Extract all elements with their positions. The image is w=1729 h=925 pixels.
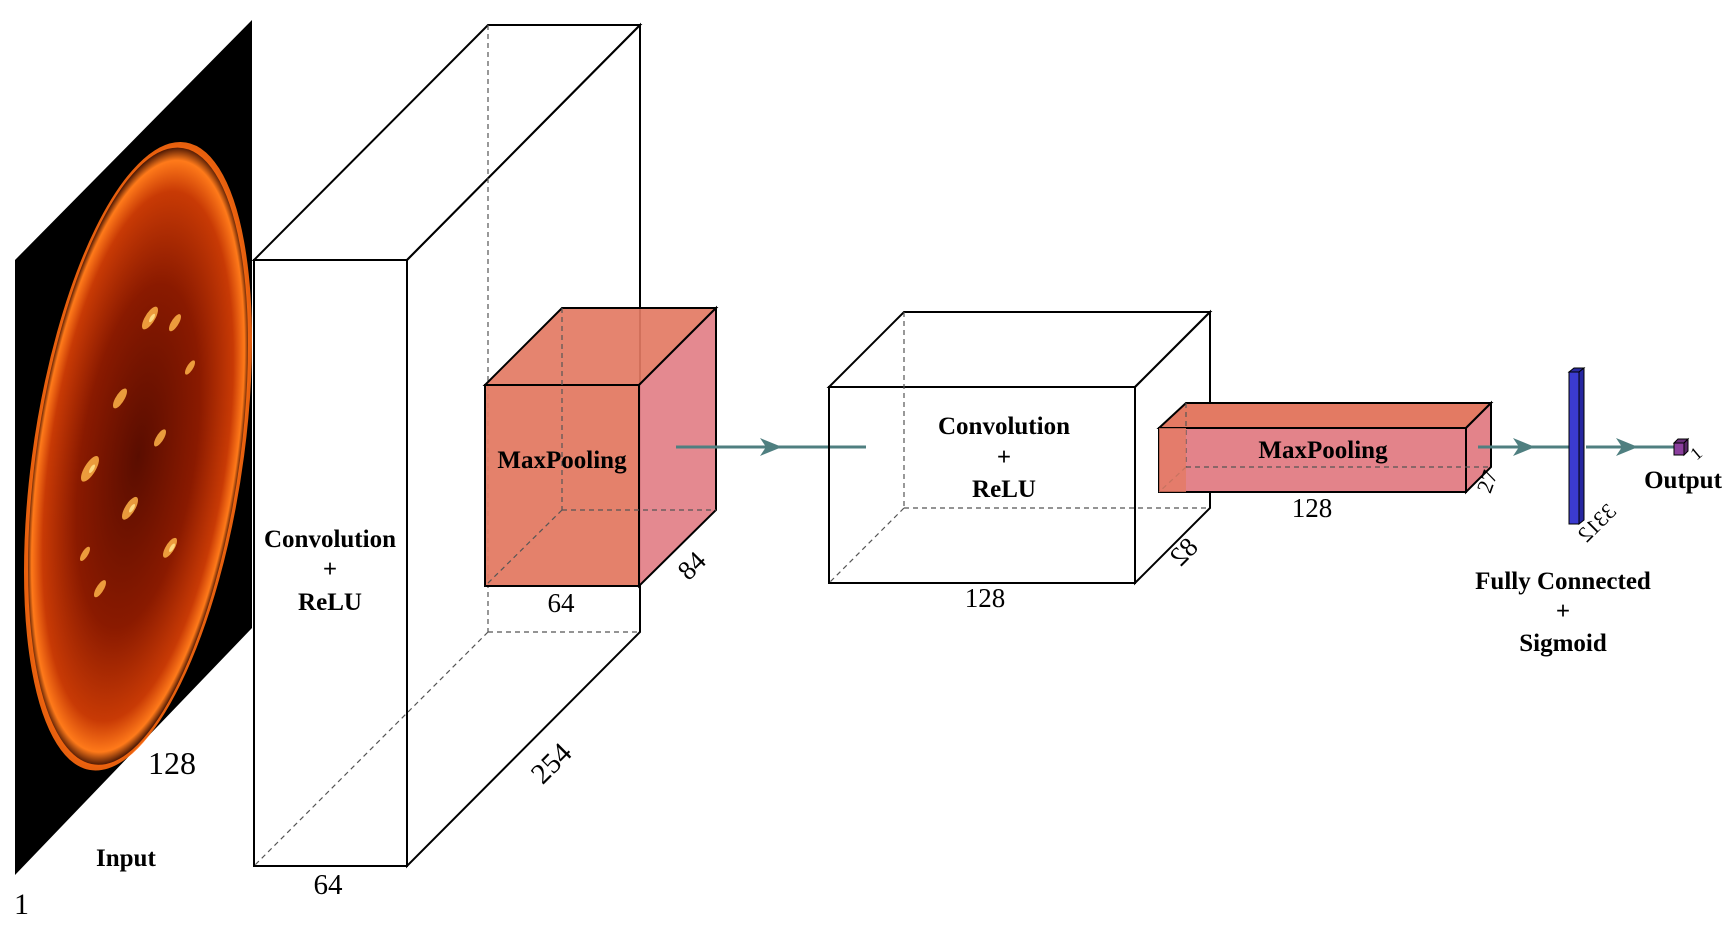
input-image-layer: 128 Input 1 xyxy=(14,20,252,921)
conv2-top-face xyxy=(826,311,1213,388)
conv2-width-label: 128 xyxy=(965,583,1006,613)
pool2-block: MaxPooling 128 27 xyxy=(1156,400,1502,523)
fc-label-line1: Fully Connected xyxy=(1475,568,1651,595)
sun-image xyxy=(24,141,252,771)
conv2-front-face xyxy=(828,386,1136,584)
conv1-label-line1: Convolution xyxy=(264,526,396,553)
fc-label-line3: Sigmoid xyxy=(1519,630,1607,657)
conv1-top-face xyxy=(251,24,643,261)
output-block: 1 Output xyxy=(1644,437,1723,494)
conv2-label-line2: + xyxy=(997,444,1011,471)
conv2-block: Convolution + ReLU 128 82 xyxy=(826,309,1213,613)
conv1-label-line2: + xyxy=(323,556,337,583)
input-label: Input xyxy=(96,845,156,872)
pool1-depth-label: 84 xyxy=(671,545,712,586)
pool2-top-face xyxy=(1156,402,1494,429)
pool1-block: MaxPooling 64 84 xyxy=(482,305,719,618)
pool2-left-cap xyxy=(1159,428,1186,492)
conv2-label-line1: Convolution xyxy=(938,413,1070,440)
fc-front-face xyxy=(1568,371,1580,525)
output-cube-front xyxy=(1673,442,1685,456)
input-depth-label: 128 xyxy=(148,745,196,781)
arrow-head-1 xyxy=(760,438,782,456)
arrow-head-3 xyxy=(1616,438,1638,456)
pool2-front-face xyxy=(1158,427,1467,493)
conv2-depth-label: 82 xyxy=(1163,531,1203,571)
input-channels-label: 1 xyxy=(14,888,29,921)
conv1-block: Convolution + ReLU 64 254 xyxy=(251,22,643,901)
conv1-front-face xyxy=(253,259,408,867)
output-label: Output xyxy=(1644,467,1722,494)
pool2-width-label: 128 xyxy=(1292,493,1333,523)
pool2-label: MaxPooling xyxy=(1258,437,1388,464)
fc-side-face xyxy=(1578,366,1585,526)
output-dim-label: 1 xyxy=(1686,443,1706,464)
conv2-label-line3: ReLU xyxy=(972,476,1036,503)
pool1-front-face xyxy=(484,384,640,587)
conv1-depth-label: 254 xyxy=(525,737,579,791)
pool1-width-label: 64 xyxy=(548,588,576,618)
arrow-head-2 xyxy=(1513,438,1535,456)
pool1-label: MaxPooling xyxy=(497,447,627,474)
conv1-width-label: 64 xyxy=(314,869,344,901)
fc-label-line2: + xyxy=(1556,598,1570,625)
conv1-label-line3: ReLU xyxy=(298,589,362,616)
fc-block: 3312 Fully Connected + Sigmoid xyxy=(1475,366,1651,657)
